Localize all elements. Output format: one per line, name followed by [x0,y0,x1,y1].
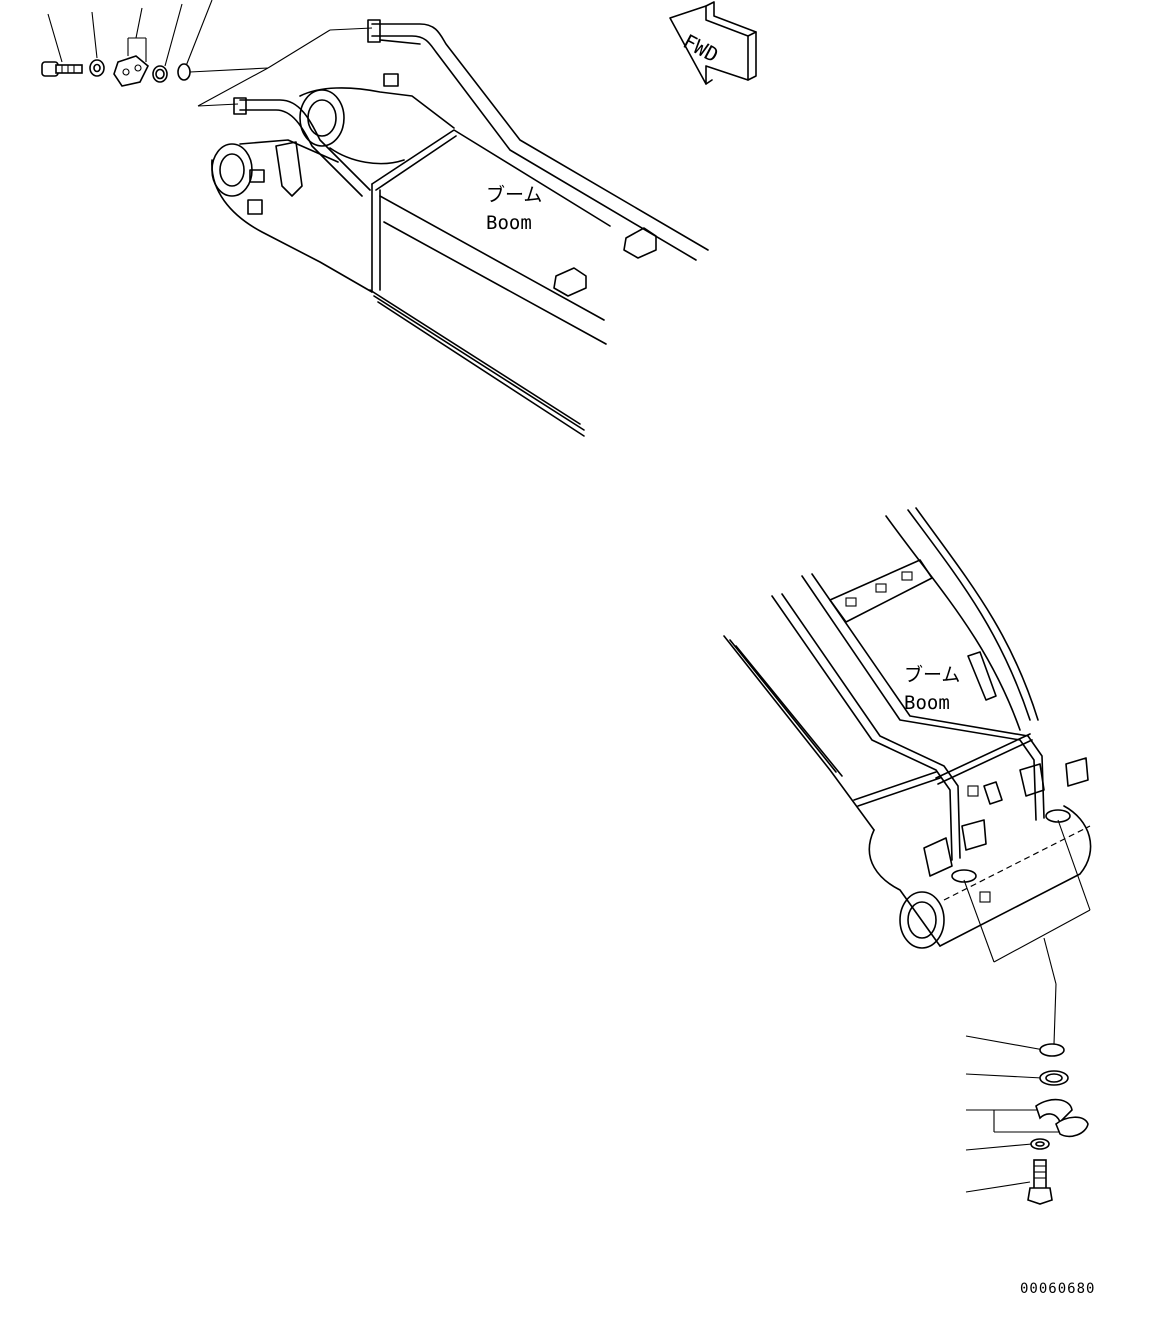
bolt-icon [1027,1159,1053,1205]
top-part-callouts [41,0,373,107]
boom-bottom-view [723,507,1092,1045]
boom-label-jp-top: ブーム [486,184,543,206]
boom-label-en-bottom: Boom [904,692,950,714]
washer-icon [89,59,105,77]
seal-icon [177,63,191,81]
drawing-number: 00060680 [1020,1281,1096,1297]
boom-top-view [211,19,709,437]
o-ring-icon [152,65,168,83]
bottom-part-callouts [965,1035,1089,1205]
seal-icon [1039,1043,1065,1057]
boom-label-en-top: Boom [486,212,532,234]
split-flange-icon [113,37,149,87]
washer-icon [1030,1138,1050,1150]
fwd-arrow-icon [669,1,757,85]
split-flange-icon [1035,1098,1089,1138]
boom-label-jp-bottom: ブーム [904,664,961,686]
o-ring-icon [1039,1070,1069,1086]
bolt-icon [41,61,83,77]
